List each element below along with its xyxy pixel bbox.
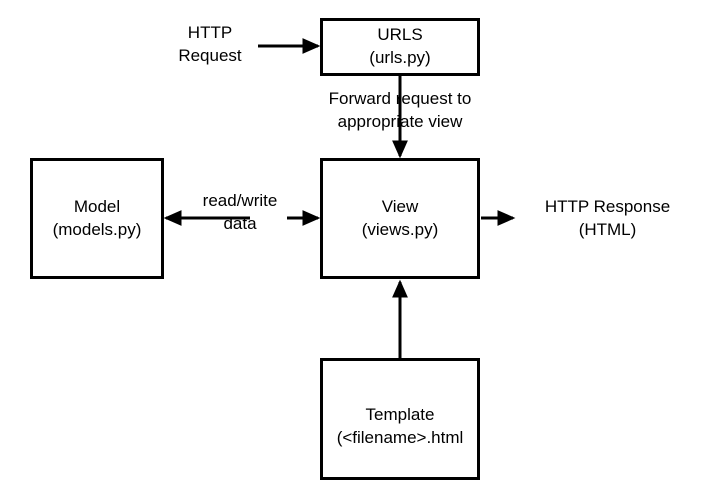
node-view-subtitle: (views.py) bbox=[361, 219, 439, 239]
label-read-write-data: read/write data bbox=[185, 190, 295, 235]
node-urls[interactable]: URLS (urls.py) bbox=[320, 18, 480, 76]
label-forward-request: Forward request to appropriate view bbox=[300, 88, 500, 133]
label-http-request: HTTP Request bbox=[160, 22, 260, 67]
label-forward-request-line1: Forward request to bbox=[328, 89, 472, 108]
label-http-response-line2: (HTML) bbox=[578, 219, 637, 239]
node-view-title: View bbox=[381, 196, 419, 216]
node-template-title: Template bbox=[365, 405, 435, 425]
node-template-text: Template (<filename>.html bbox=[337, 404, 464, 449]
node-urls-title: URLS bbox=[377, 25, 423, 45]
node-model-subtitle: (models.py) bbox=[52, 219, 142, 239]
node-view[interactable]: View (views.py) bbox=[320, 158, 480, 279]
label-http-request-line2: Request bbox=[178, 45, 242, 65]
label-read-write-data-line2: data bbox=[223, 213, 257, 233]
label-http-request-line1: HTTP bbox=[187, 23, 233, 42]
node-urls-subtitle: (urls.py) bbox=[369, 48, 431, 67]
label-http-response: HTTP Response (HTML) bbox=[515, 196, 700, 241]
node-model-title: Model bbox=[73, 196, 121, 216]
node-template[interactable]: Template (<filename>.html bbox=[320, 358, 480, 480]
label-http-response-line1: HTTP Response bbox=[544, 197, 671, 216]
node-template-subtitle: (<filename>.html bbox=[336, 428, 464, 447]
node-model[interactable]: Model (models.py) bbox=[30, 158, 164, 279]
label-forward-request-line2: appropriate view bbox=[337, 111, 463, 131]
label-read-write-data-line1: read/write bbox=[202, 191, 278, 210]
